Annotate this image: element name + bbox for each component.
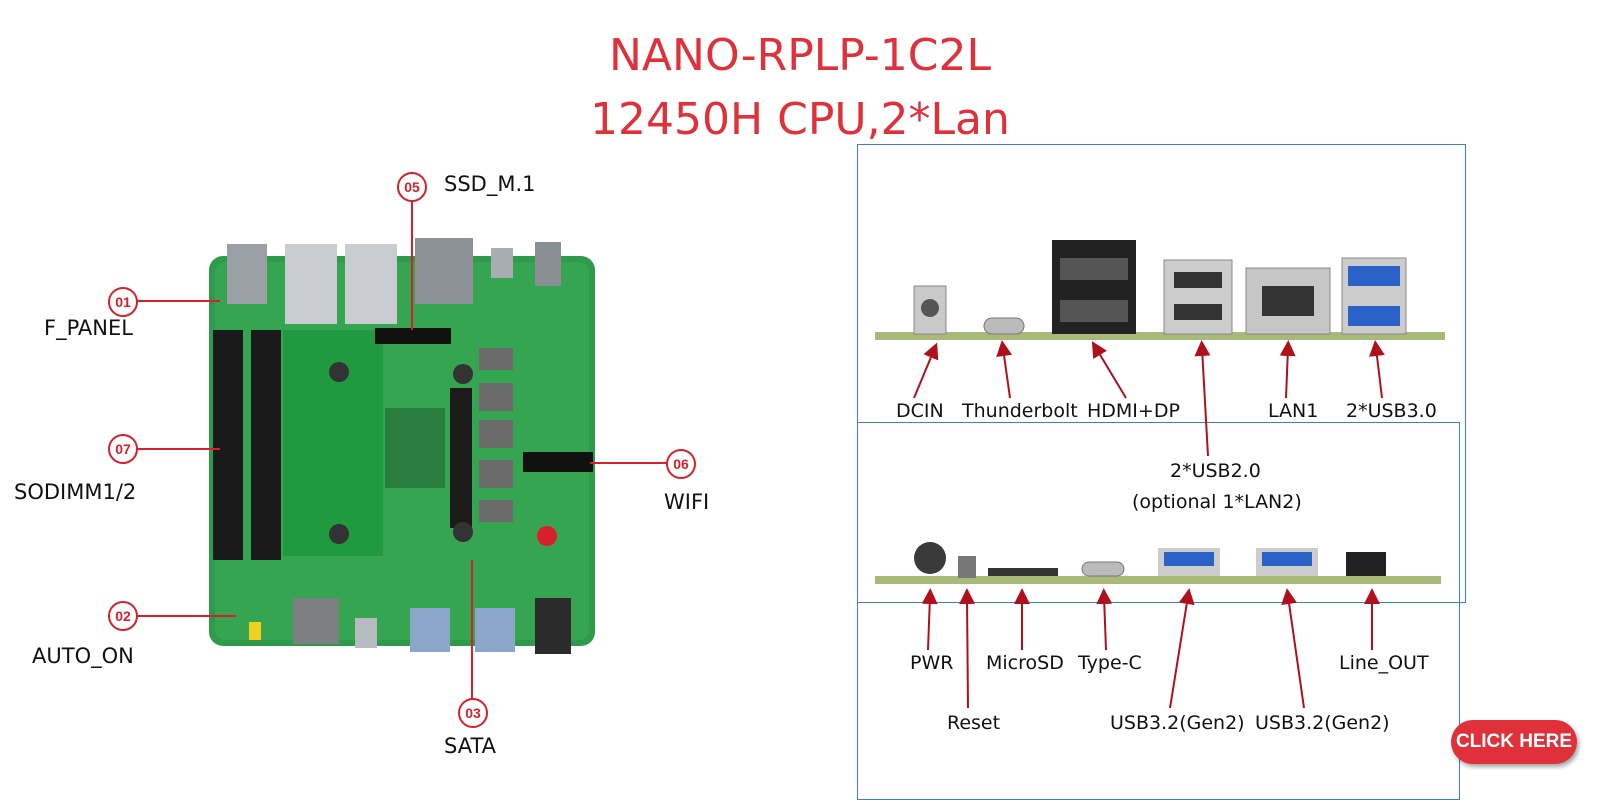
sodimm-label: SODIMM1/2 [14,480,137,504]
rear-io-panel [857,144,1466,603]
io-ports-image [875,240,1445,584]
callout-03: 03 [458,698,488,728]
usb2-label: 2*USB2.0 [1170,460,1261,482]
thunderbolt-label: Thunderbolt [962,400,1078,422]
pwr-label: PWR [910,652,954,674]
reset-label: Reset [947,712,1001,734]
callout-05: 05 [397,172,427,202]
type-c-label: Type-C [1078,652,1142,674]
usb32-gen2-label-1: USB3.2(Gen2) [1110,712,1245,734]
f-panel-label: F_PANEL [44,316,133,340]
front-arrows [921,588,1380,709]
click-here-button[interactable]: CLICK HERE [1451,720,1577,764]
auto-on-label: AUTO_ON [32,644,134,668]
ssd-label: SSD_M.1 [444,172,536,196]
motherboard-image [209,238,595,654]
lan1-label: LAN1 [1268,400,1319,422]
callout-07: 07 [108,434,138,464]
usb3-label: 2*USB3.0 [1346,400,1437,422]
dcin-label: DCIN [896,400,944,422]
callout-01: 01 [108,287,138,317]
product-title: NANO-RPLP-1C2L [609,30,991,81]
usb32-gen2-label-2: USB3.2(Gen2) [1255,712,1390,734]
callout-06: 06 [666,449,696,479]
product-subtitle: 12450H CPU,2*Lan [590,94,1010,145]
line-out-label: Line_OUT [1339,652,1429,674]
wifi-label: WIFI [664,490,710,514]
callout-02: 02 [108,601,138,631]
optional-lan2-label: (optional 1*LAN2) [1132,491,1302,513]
sata-label: SATA [444,734,497,758]
microsd-label: MicroSD [986,652,1064,674]
hdmi-dp-label: HDMI+DP [1087,400,1180,422]
